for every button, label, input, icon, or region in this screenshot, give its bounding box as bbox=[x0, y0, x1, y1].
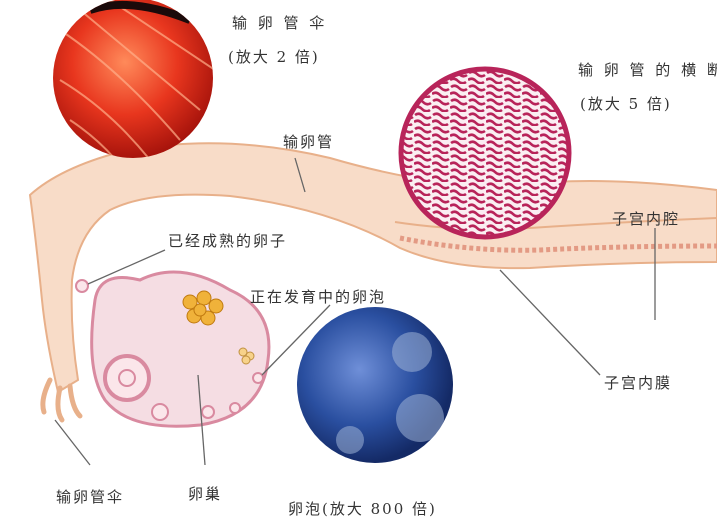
follicle-small bbox=[229, 402, 241, 414]
follicle-developing bbox=[252, 372, 264, 384]
follicle-zoom-circle bbox=[297, 307, 453, 463]
leader-lines bbox=[54, 157, 656, 466]
label-ovary: 卵巢 bbox=[188, 485, 223, 503]
label-follicle-magnified: 卵泡(放大 800 倍) bbox=[288, 500, 437, 518]
label-developing-follicle: 正在发育中的卵泡 bbox=[250, 288, 387, 306]
fimbria-zoom-circle bbox=[53, 0, 213, 158]
label-endometrium: 子宫内膜 bbox=[604, 374, 673, 392]
endometrium-layer bbox=[399, 235, 717, 253]
label-tube-cross-section: 输 卵 管 的 横 断 bbox=[578, 61, 717, 79]
follicle-small bbox=[151, 403, 169, 421]
label-oviduct: 输卵管 bbox=[283, 133, 335, 151]
label-magnify-2: (放大 2 倍) bbox=[228, 48, 320, 66]
mature-egg-cell bbox=[75, 279, 89, 293]
label-uterine-cavity: 子宫内腔 bbox=[612, 210, 681, 228]
label-magnify-5: (放大 5 倍) bbox=[580, 95, 672, 113]
follicle-small bbox=[201, 405, 215, 419]
fimbria-fingers bbox=[40, 377, 83, 423]
label-fimbria-top: 输 卵 管 伞 bbox=[232, 14, 328, 32]
follicle-large-center bbox=[118, 369, 136, 387]
cross-section-zoom-circle bbox=[398, 66, 572, 240]
corpus-small bbox=[238, 347, 255, 365]
uterine-lumen bbox=[394, 217, 717, 231]
label-mature-egg: 已经成熟的卵子 bbox=[168, 232, 288, 250]
label-fimbria-bottom: 输卵管伞 bbox=[56, 488, 125, 506]
corpus-yellow bbox=[182, 290, 224, 326]
